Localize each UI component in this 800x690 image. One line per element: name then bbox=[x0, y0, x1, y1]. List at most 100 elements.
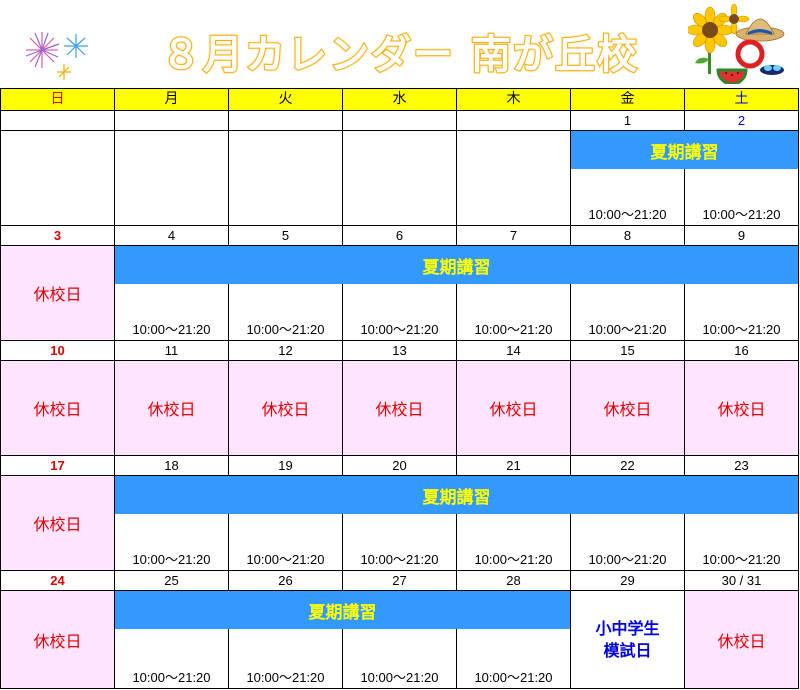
closed-day-cell: 休校日 bbox=[343, 361, 457, 456]
date-number: 20 bbox=[343, 456, 457, 476]
session-time-cell: 10:00～21:20 bbox=[685, 246, 799, 341]
closed-day-label: 休校日 bbox=[147, 400, 196, 419]
closed-day-label: 休校日 bbox=[33, 515, 82, 534]
session-time-cell: 10:00～21:20 bbox=[457, 591, 571, 689]
date-number bbox=[343, 111, 457, 131]
session-time: 10:00～21:20 bbox=[702, 322, 781, 337]
session-time: 10:00～21:20 bbox=[474, 552, 553, 567]
session-time-cell: 10:00～21:20 bbox=[229, 476, 343, 571]
mock-exam-cell: 小中学生 模試日 bbox=[571, 591, 685, 689]
weekday-header: 月 bbox=[115, 88, 229, 111]
date-number: 6 bbox=[343, 226, 457, 246]
date-number bbox=[1, 111, 115, 131]
date-number: 28 bbox=[457, 571, 571, 591]
closed-day-label: 休校日 bbox=[489, 400, 538, 419]
mock-exam-label: 小中学生 模試日 bbox=[595, 618, 660, 660]
empty-day-cell bbox=[457, 131, 571, 226]
session-time: 10:00～21:20 bbox=[588, 322, 667, 337]
session-time: 10:00～21:20 bbox=[246, 552, 325, 567]
date-number: 22 bbox=[571, 456, 685, 476]
session-time: 10:00～21:20 bbox=[702, 207, 781, 222]
date-number: 8 bbox=[571, 226, 685, 246]
date-number: 5 bbox=[229, 226, 343, 246]
empty-day-cell bbox=[343, 131, 457, 226]
session-time-cell: 10:00～21:20 bbox=[229, 246, 343, 341]
date-number: 14 bbox=[457, 341, 571, 361]
closed-day-cell: 休校日 bbox=[685, 591, 799, 689]
session-time-cell: 10:00～21:20 bbox=[115, 246, 229, 341]
session-time-cell: 10:00～21:20 bbox=[457, 476, 571, 571]
date-number: 10 bbox=[1, 341, 115, 361]
date-number: 2 bbox=[685, 111, 799, 131]
closed-day-label: 休校日 bbox=[603, 400, 652, 419]
session-time: 10:00～21:20 bbox=[360, 322, 439, 337]
date-number: 19 bbox=[229, 456, 343, 476]
date-number bbox=[457, 111, 571, 131]
session-time: 10:00～21:20 bbox=[246, 670, 325, 685]
session-time: 10:00～21:20 bbox=[474, 670, 553, 685]
closed-day-cell: 休校日 bbox=[1, 591, 115, 689]
closed-day-label: 休校日 bbox=[33, 400, 82, 419]
closed-day-label: 休校日 bbox=[717, 631, 766, 651]
empty-day-cell bbox=[115, 131, 229, 226]
date-number: 7 bbox=[457, 226, 571, 246]
date-number: 16 bbox=[685, 341, 799, 361]
weekday-header: 木 bbox=[457, 88, 571, 111]
date-number: 4 bbox=[115, 226, 229, 246]
date-number: 26 bbox=[229, 571, 343, 591]
date-number: 15 bbox=[571, 341, 685, 361]
closed-day-label: 休校日 bbox=[375, 400, 424, 419]
date-number: 27 bbox=[343, 571, 457, 591]
date-number: 13 bbox=[343, 341, 457, 361]
session-time: 10:00～21:20 bbox=[588, 207, 667, 222]
session-time: 10:00～21:20 bbox=[132, 552, 211, 567]
closed-day-cell: 休校日 bbox=[1, 246, 115, 341]
weekday-header: 土 bbox=[685, 88, 799, 111]
weekday-header: 水 bbox=[343, 88, 457, 111]
date-number: 23 bbox=[685, 456, 799, 476]
date-number: 12 bbox=[229, 341, 343, 361]
fireworks-icon bbox=[25, 32, 88, 80]
session-time-cell: 10:00～21:20 bbox=[343, 246, 457, 341]
date-number: 21 bbox=[457, 456, 571, 476]
session-time-cell: 10:00～21:20 bbox=[571, 131, 685, 226]
closed-day-label: 休校日 bbox=[33, 285, 82, 304]
summer-course-band: 夏期講習 bbox=[115, 591, 570, 629]
session-time: 10:00～21:20 bbox=[246, 322, 325, 337]
session-time-cell: 10:00～21:20 bbox=[343, 476, 457, 571]
calendar-header: ８月カレンダー 南が丘校 bbox=[0, 0, 800, 88]
date-number: 11 bbox=[115, 341, 229, 361]
closed-day-cell: 休校日 bbox=[115, 361, 229, 456]
session-time: 10:00～21:20 bbox=[474, 322, 553, 337]
date-number: 3 bbox=[1, 226, 115, 246]
closed-day-cell: 休校日 bbox=[1, 361, 115, 456]
date-number: 24 bbox=[1, 571, 115, 591]
session-time-cell: 10:00～21:20 bbox=[115, 476, 229, 571]
date-number: 1 bbox=[571, 111, 685, 131]
empty-day-cell bbox=[229, 131, 343, 226]
weekday-header: 日 bbox=[1, 88, 115, 111]
session-time-cell: 10:00～21:20 bbox=[457, 246, 571, 341]
date-number: 18 bbox=[115, 456, 229, 476]
session-time: 10:00～21:20 bbox=[360, 552, 439, 567]
session-time: 10:00～21:20 bbox=[132, 670, 211, 685]
session-time: 10:00～21:20 bbox=[702, 552, 781, 567]
closed-day-cell: 休校日 bbox=[457, 361, 571, 456]
session-time: 10:00～21:20 bbox=[360, 670, 439, 685]
closed-day-label: 休校日 bbox=[33, 631, 82, 651]
page-title: ８月カレンダー 南が丘校 bbox=[160, 31, 639, 79]
session-time-cell: 10:00～21:20 bbox=[685, 131, 799, 226]
closed-day-label: 休校日 bbox=[717, 400, 766, 419]
session-time-cell: 10:00～21:20 bbox=[229, 591, 343, 689]
closed-day-cell: 休校日 bbox=[685, 361, 799, 456]
date-number: 17 bbox=[1, 456, 115, 476]
session-time-cell: 10:00～21:20 bbox=[571, 246, 685, 341]
closed-day-cell: 休校日 bbox=[1, 476, 115, 571]
weekday-header: 金 bbox=[571, 88, 685, 111]
date-number: 9 bbox=[685, 226, 799, 246]
weekday-header: 火 bbox=[229, 88, 343, 111]
summer-course-band: 夏期講習 bbox=[115, 476, 798, 514]
session-time-cell: 10:00～21:20 bbox=[571, 476, 685, 571]
session-time-cell: 10:00～21:20 bbox=[685, 476, 799, 571]
